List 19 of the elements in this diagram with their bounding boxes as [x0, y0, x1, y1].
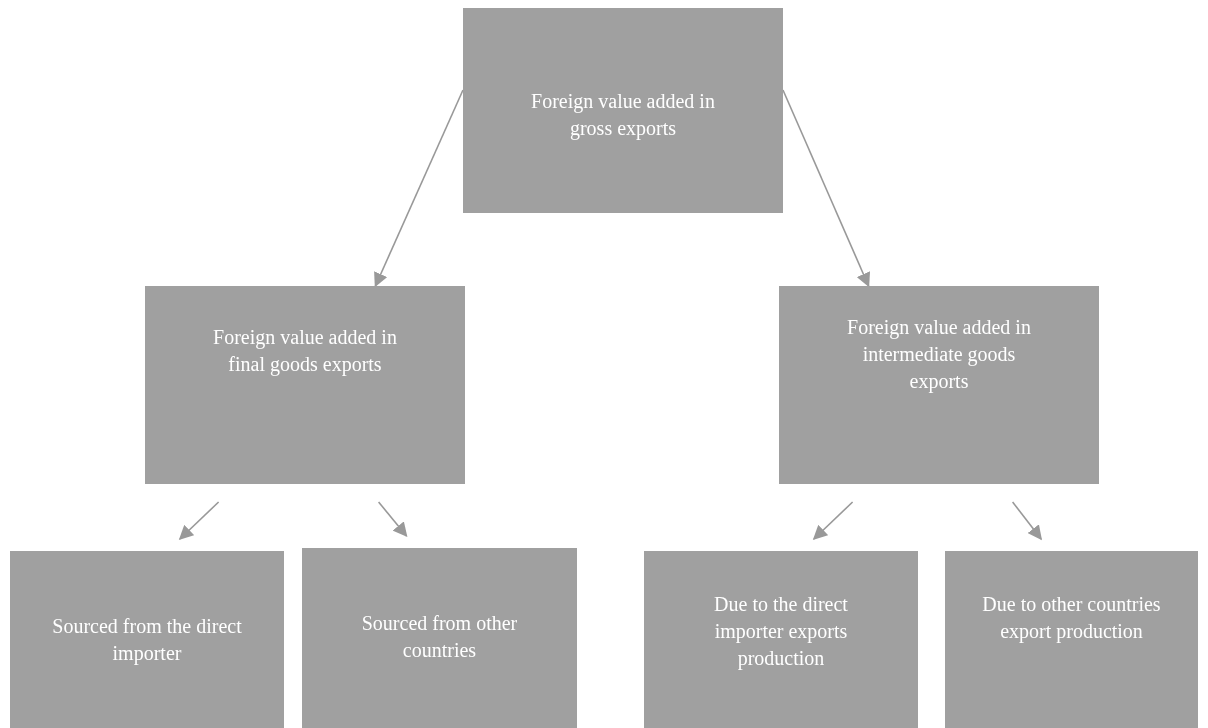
process-box — [302, 548, 577, 728]
box-label: Due to other countries export production — [981, 592, 1162, 645]
box-label: Sourced from the direct importer — [52, 614, 242, 667]
arrow — [812, 501, 854, 540]
process-box — [463, 8, 783, 213]
process-box — [145, 286, 465, 484]
box-label: Sourced from other countries — [360, 611, 519, 663]
process-box — [10, 551, 284, 728]
process-box — [945, 551, 1198, 728]
box-label: Foreign value added in intermediate goods exports — [846, 315, 1032, 395]
box-label: Foreign value added in gross exports — [530, 89, 716, 142]
arrow — [1011, 501, 1042, 541]
arrow — [374, 89, 464, 288]
arrow — [377, 501, 408, 538]
process-box — [779, 286, 1099, 484]
process-box — [644, 551, 918, 728]
box-label: Due to the direct importer exports production — [713, 592, 849, 672]
arrow — [178, 501, 220, 540]
box-label: Foreign value added in final goods exports — [212, 325, 398, 378]
